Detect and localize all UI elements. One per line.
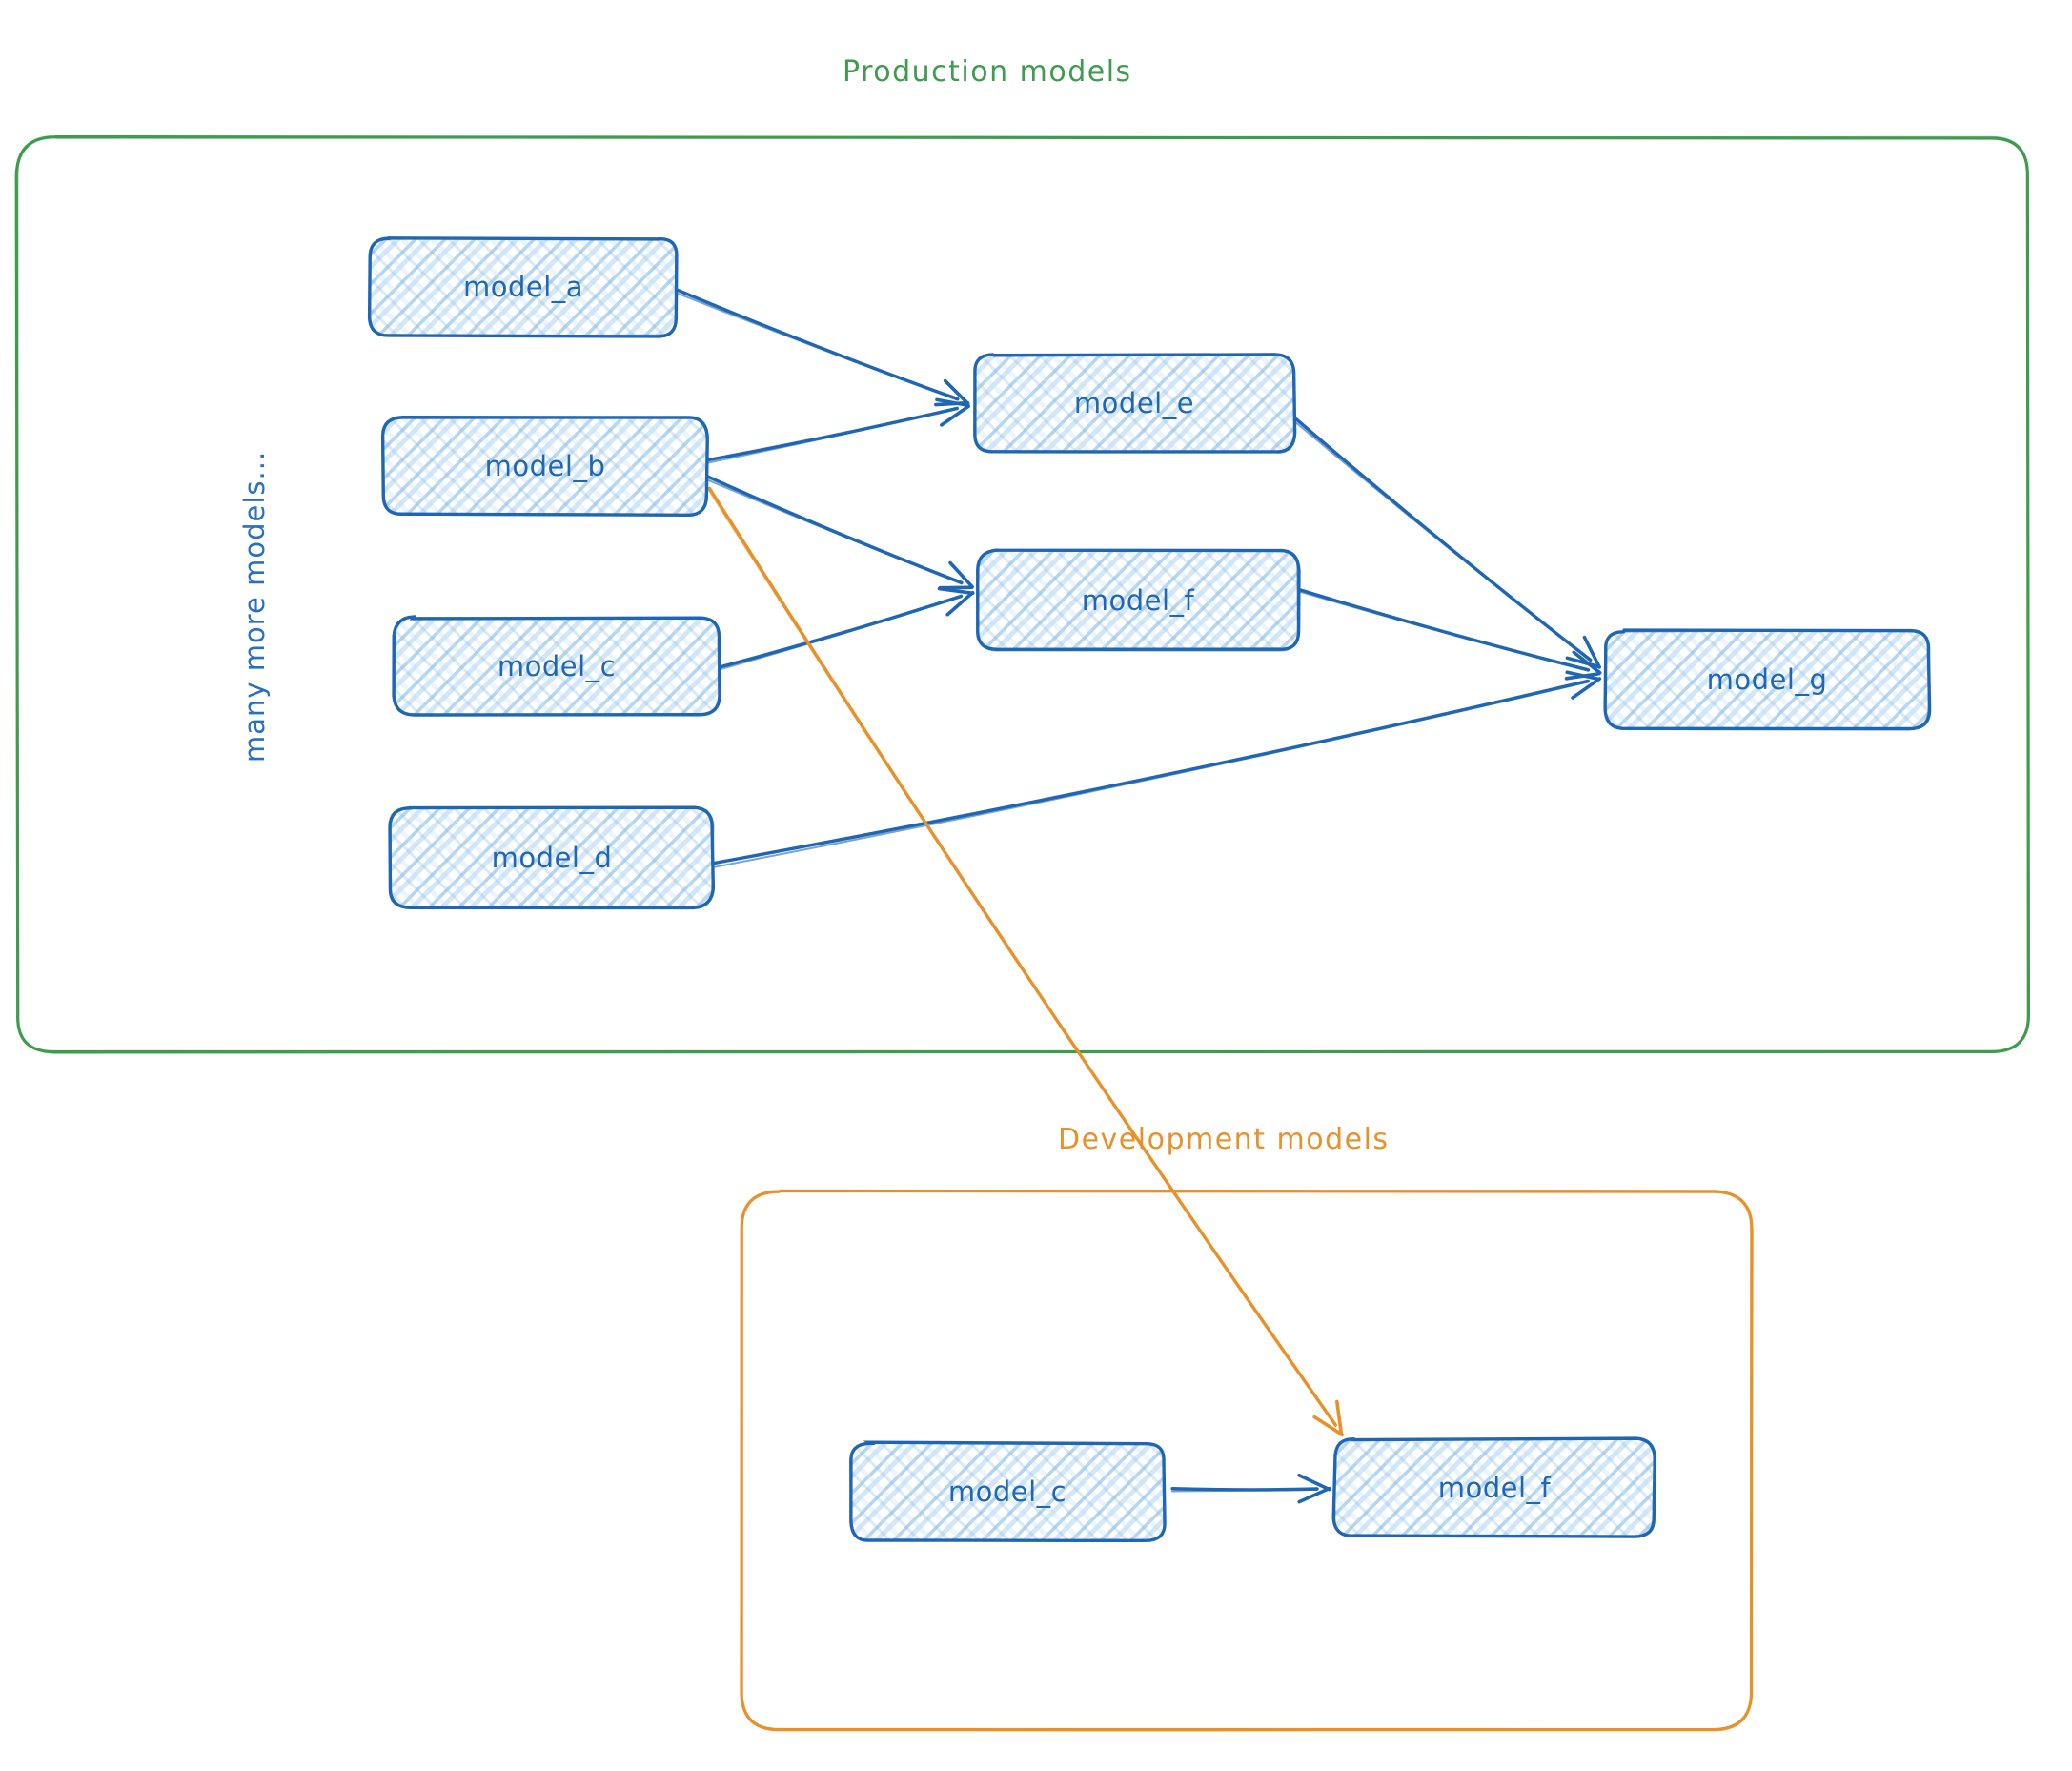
node-label: model_f <box>1082 584 1195 617</box>
node-dev_model_c[interactable]: model_c <box>849 1440 1167 1543</box>
node-prod_model_e[interactable]: model_e <box>973 353 1297 454</box>
edge-b-to-e <box>705 397 971 464</box>
group-title-production: Production models <box>843 55 1132 89</box>
node-label: model_f <box>1438 1472 1552 1504</box>
group-title-development: Development models <box>1058 1123 1390 1156</box>
edge-e-to-g <box>1292 416 1601 669</box>
group-container-development <box>740 1189 1754 1732</box>
node-label: model_a <box>463 271 583 303</box>
nodes: model_a model_b model_c model_d model_emodel… <box>367 236 1932 1543</box>
node-prod_model_g[interactable]: model_g <box>1603 628 1932 731</box>
node-prod_model_a[interactable]: model_a <box>367 236 679 338</box>
node-label: model_c <box>948 1476 1066 1508</box>
node-prod_model_b[interactable]: model_b <box>380 415 709 517</box>
node-label: model_d <box>492 842 613 874</box>
group-containers <box>14 135 2031 1732</box>
edge-devc-to-devf <box>1170 1473 1331 1504</box>
node-label: model_g <box>1707 663 1828 696</box>
node-label: model_c <box>498 650 616 682</box>
edge-c-to-f <box>719 586 975 671</box>
edge-a-to-e <box>676 288 970 407</box>
node-label: model_b <box>485 450 606 482</box>
edges <box>676 288 1602 1504</box>
node-label: model_e <box>1074 387 1194 419</box>
node-dev_model_f[interactable]: model_f <box>1331 1436 1656 1538</box>
node-prod_model_d[interactable]: model_d <box>388 805 716 910</box>
node-prod_model_c[interactable]: model_c <box>392 615 721 717</box>
edge-b-to-dev-f <box>707 486 1345 1436</box>
edge-b-to-f <box>705 475 974 590</box>
group-container-production <box>14 135 2031 1054</box>
node-prod_model_f[interactable]: model_f <box>976 548 1301 652</box>
edge-d-to-g <box>712 670 1602 868</box>
